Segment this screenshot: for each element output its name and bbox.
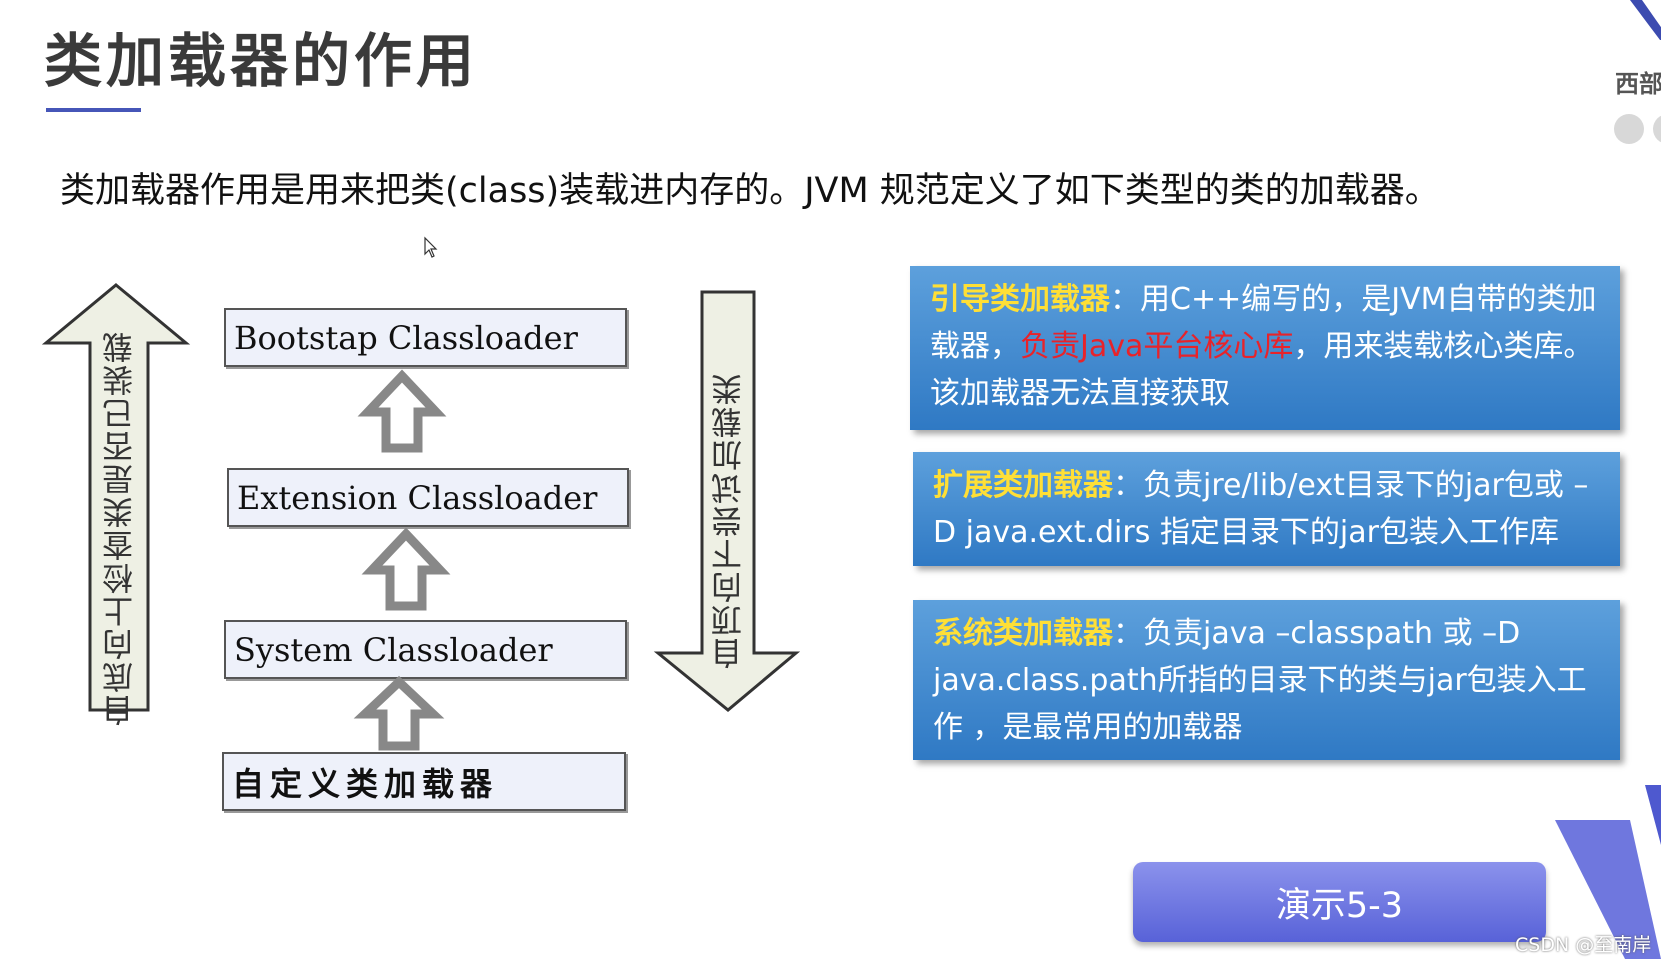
loader-label: 自定义类加载器 [232,764,499,803]
custom-loader-box: 自定义类加载器 [222,752,626,811]
info-sep: ： [1113,468,1143,503]
info-heading: 系统类加载器 [933,616,1113,651]
nav-dot[interactable] [1653,114,1661,144]
system-info-box: 系统类加载器：负责java –classpath 或 –D java.class… [913,600,1620,760]
page-subtitle: 类加载器作用是用来把类(class)装载进内存的。JVM 规范定义了如下类型的类… [60,171,1440,211]
corner-decoration-icon [1630,0,1661,40]
loader-label: System Classloader [234,630,553,669]
bootstrap-loader-box: Bootstap Classloader [224,308,627,367]
info-heading: 引导类加载器 [930,282,1110,317]
nav-dot[interactable] [1614,114,1644,144]
info-heading: 扩展类加载器 [933,468,1113,503]
info-sep: ： [1113,616,1143,651]
info-text: 负责java –classpath 或 –D java.class.path所指… [933,616,1587,745]
corner-shape-icon [1555,785,1661,959]
title-underline [46,108,141,112]
info-text: 用C++编写的，是JVM自带的类加载器， [930,282,1597,364]
page-title: 类加载器的作用 [44,27,479,95]
loader-label: Extension Classloader [237,478,598,517]
small-up-arrow-icon [357,369,447,453]
loader-label: Bootstap Classloader [234,318,578,357]
system-loader-box: System Classloader [224,620,627,679]
down-arrow-icon [653,290,801,712]
extension-info-box: 扩展类加载器：负责jre/lib/ext目录下的jar包或 –D java.ex… [913,452,1620,566]
info-sep: ： [1110,282,1140,317]
bootstrap-info-box: 引导类加载器：用C++编写的，是JVM自带的类加载器，负责Java平台核心库，用… [910,266,1620,430]
corner-label: 西部 [1615,70,1661,98]
info-text: 负责jre/lib/ext目录下的jar包或 –D java.ext.dirs … [933,468,1589,550]
watermark: CSDN @至南岸 [1515,934,1652,956]
small-up-arrow-icon [361,527,451,611]
info-highlight: 负责Java平台核心库 [1020,329,1294,364]
extension-loader-box: Extension Classloader [227,468,629,527]
small-up-arrow-icon [353,675,445,751]
up-arrow-label: 自底向上检查类是否已装载 [103,330,139,726]
up-arrow-icon [41,283,191,712]
down-arrow-label: 自顶向下尝试加载类 [712,372,748,669]
demo-button[interactable]: 演示5-3 [1133,862,1546,942]
info-text: ，用来装载核心类库。该加载器无法直接获取 [930,329,1594,411]
mouse-cursor-icon [424,236,438,258]
